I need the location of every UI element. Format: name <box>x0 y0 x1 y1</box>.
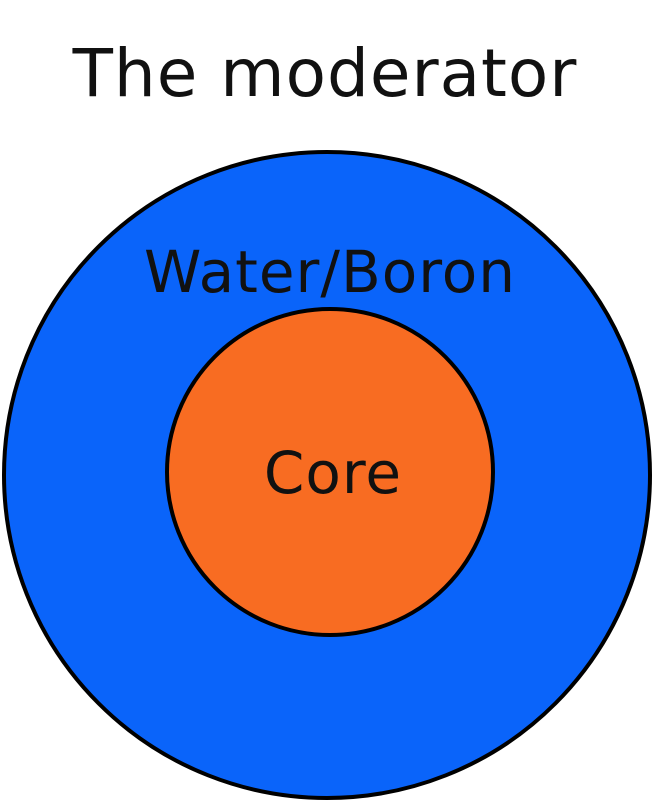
inner-core-circle <box>165 307 495 637</box>
outer-ring-label: Water/Boron <box>144 238 516 306</box>
diagram-title: The moderator <box>72 35 578 112</box>
core-label: Core <box>264 439 402 507</box>
